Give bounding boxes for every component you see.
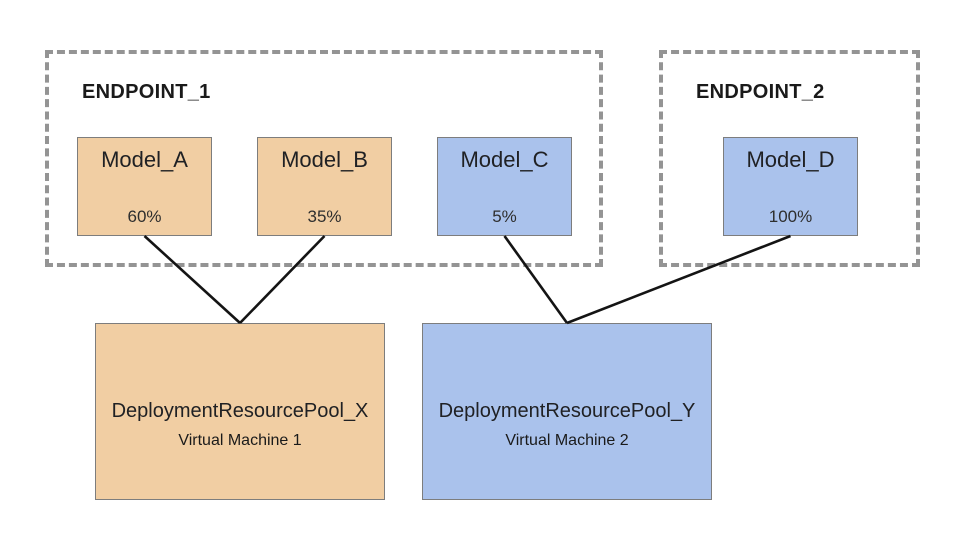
- endpoint-1-title: ENDPOINT_1: [82, 81, 211, 103]
- endpoint-2-group: ENDPOINT_2 Model_D 100%: [659, 50, 920, 267]
- model-d-traffic-percentage: 100%: [768, 207, 813, 226]
- model-a-label: Model_A: [101, 147, 188, 172]
- deployment-resource-pool-y-box: DeploymentResourcePool_Y Virtual Machine…: [422, 323, 712, 500]
- model-b-label: Model_B: [281, 147, 368, 172]
- model-d-label: Model_D: [746, 147, 835, 172]
- pool-x-vm-label: Virtual Machine 1: [178, 431, 302, 449]
- model-c-traffic-percentage: 5%: [492, 207, 517, 226]
- model-a-box: Model_A 60%: [77, 137, 212, 236]
- pool-x-title: DeploymentResourcePool_X: [111, 399, 369, 422]
- model-a-traffic-percentage: 60%: [127, 207, 162, 226]
- model-b-traffic-percentage: 35%: [307, 207, 342, 226]
- model-c-box: Model_C 5%: [437, 137, 572, 236]
- pool-y-title: DeploymentResourcePool_Y: [438, 399, 696, 422]
- model-c-label: Model_C: [460, 147, 549, 172]
- endpoint-2-title: ENDPOINT_2: [696, 81, 825, 103]
- pool-y-vm-label: Virtual Machine 2: [505, 431, 629, 449]
- model-b-box: Model_B 35%: [257, 137, 392, 236]
- deployment-resource-pool-x-box: DeploymentResourcePool_X Virtual Machine…: [95, 323, 385, 500]
- endpoint-1-group: ENDPOINT_1 Model_A 60% Model_B 35% Model…: [45, 50, 603, 267]
- model-d-box: Model_D 100%: [723, 137, 858, 236]
